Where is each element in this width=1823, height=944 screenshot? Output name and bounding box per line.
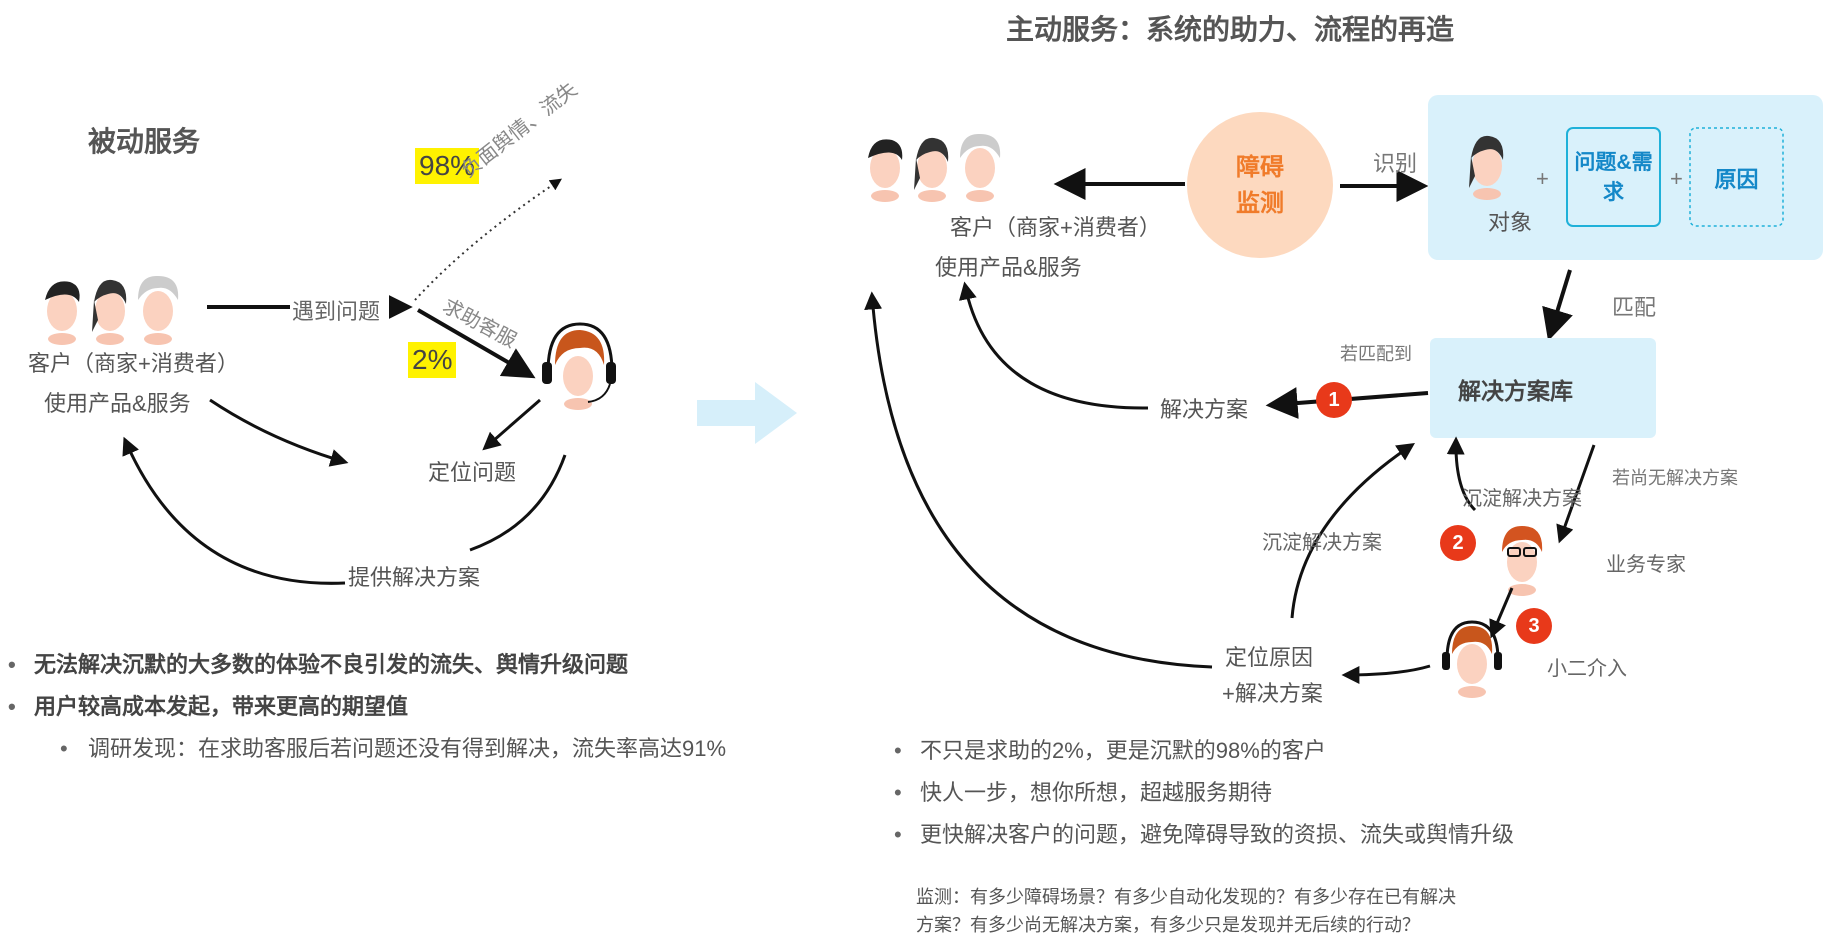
if-matched-label: 若匹配到 — [1340, 344, 1412, 364]
business-expert-icon — [1502, 526, 1543, 596]
right-bullet: 更快解决客户的问题，避免障碍导致的资损、流失或舆情升级 — [886, 814, 1514, 856]
step-1-badge: 1 — [1316, 382, 1352, 418]
xiaoer-label: 小二介入 — [1547, 658, 1627, 680]
object-person-icon — [1469, 135, 1504, 200]
right-bullet: 不只是求助的2%，更是沉默的98%的客户 — [886, 730, 1514, 772]
no-solution-label: 若尚无解决方案 — [1612, 468, 1738, 488]
monitor-note-line: 方案？有多少尚无解决方案，有多少只是发现并无后续的行动？ — [916, 915, 1420, 936]
identify-panel — [1428, 95, 1823, 260]
page-title: 主动服务：系统的助力、流程的再造 — [1006, 14, 1455, 45]
plus-sign: + — [1670, 166, 1683, 191]
customer-group-icon — [868, 133, 1001, 202]
solution-library-label: 解决方案库 — [1458, 378, 1573, 404]
left-customer-label: 客户（商家+消费者） — [28, 351, 239, 376]
passive-service-title: 被动服务 — [88, 126, 201, 157]
object-label: 对象 — [1488, 210, 1533, 235]
right-customer-usage-label: 使用产品&服务 — [935, 255, 1082, 280]
service-agent-icon — [542, 322, 616, 410]
locate-cause-solution-label: +解决方案 — [1222, 681, 1323, 706]
problem-need-box: 问题&需求 — [1574, 151, 1653, 204]
cause-box: 原因 — [1714, 167, 1759, 192]
encounter-problem-label: 遇到问题 — [292, 299, 381, 324]
silent-percent-badge: 98% — [415, 148, 480, 184]
help-percent-badge: 2% — [408, 342, 457, 378]
left-bullet: 无法解决沉默的大多数的体验不良引发的流失、舆情升级问题 — [0, 644, 726, 686]
plus-sign: + — [1536, 166, 1549, 191]
customer-group-icon — [45, 275, 179, 345]
settle-solution-label: 沉淀解决方案 — [1462, 488, 1582, 510]
right-customer-label: 客户（商家+消费者） — [950, 215, 1161, 240]
locate-problem-label: 定位问题 — [428, 460, 517, 485]
left-sub-bullet: 调研发现：在求助客服后若问题还没有得到解决，流失率高达91% — [0, 728, 726, 770]
right-bullets: 不只是求助的2%，更是沉默的98%的客户 快人一步，想你所想，超越服务期待 更快… — [886, 730, 1514, 856]
right-bullet: 快人一步，想你所想，超越服务期待 — [886, 772, 1514, 814]
transition-arrow-icon — [697, 382, 797, 444]
step-3-badge: 3 — [1516, 608, 1552, 644]
match-label: 匹配 — [1612, 295, 1657, 320]
monitor-label-line1: 障碍 — [1236, 154, 1284, 181]
monitor-label: 障碍 监测 — [1212, 150, 1308, 222]
service-agent-icon — [1442, 620, 1502, 698]
monitor-label-line2: 监测 — [1236, 190, 1284, 217]
monitor-note-line: 监测：有多少障碍场景？有多少自动化发现的？有多少存在已有解决 — [916, 887, 1456, 908]
step-2-badge: 2 — [1440, 525, 1476, 561]
provide-solution-label: 提供解决方案 — [348, 565, 481, 590]
business-expert-label: 业务专家 — [1606, 554, 1686, 576]
solution-label: 解决方案 — [1160, 397, 1249, 422]
settle-solution-label: 沉淀解决方案 — [1262, 532, 1382, 554]
identify-label: 识别 — [1373, 151, 1418, 176]
left-bullet: 用户较高成本发起，带来更高的期望值 — [0, 686, 726, 728]
left-customer-usage-label: 使用产品&服务 — [44, 391, 191, 416]
monitor-note: 监测：有多少障碍场景？有多少自动化发现的？有多少存在已有解决 方案？有多少尚无解… — [916, 884, 1456, 940]
left-bullets: 无法解决沉默的大多数的体验不良引发的流失、舆情升级问题 用户较高成本发起，带来更… — [0, 644, 726, 770]
solution-library-box — [1430, 338, 1656, 438]
locate-cause-label: 定位原因 — [1225, 645, 1314, 670]
monitor-circle — [1187, 112, 1333, 258]
